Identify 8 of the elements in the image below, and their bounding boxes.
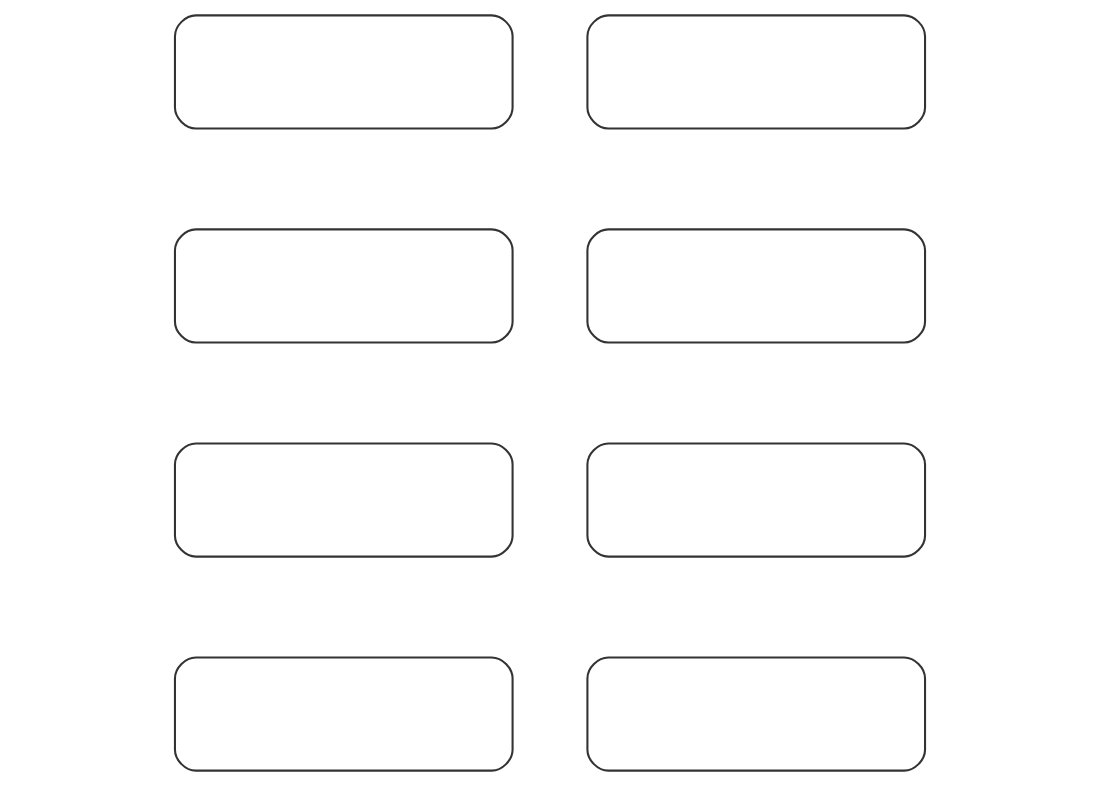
node-document [585,656,926,772]
node-document [173,228,514,344]
node-document [173,656,514,772]
node-document [173,14,514,130]
node-document [585,228,926,344]
node-document [585,442,926,558]
node-document [173,442,514,558]
node-document [585,14,926,130]
